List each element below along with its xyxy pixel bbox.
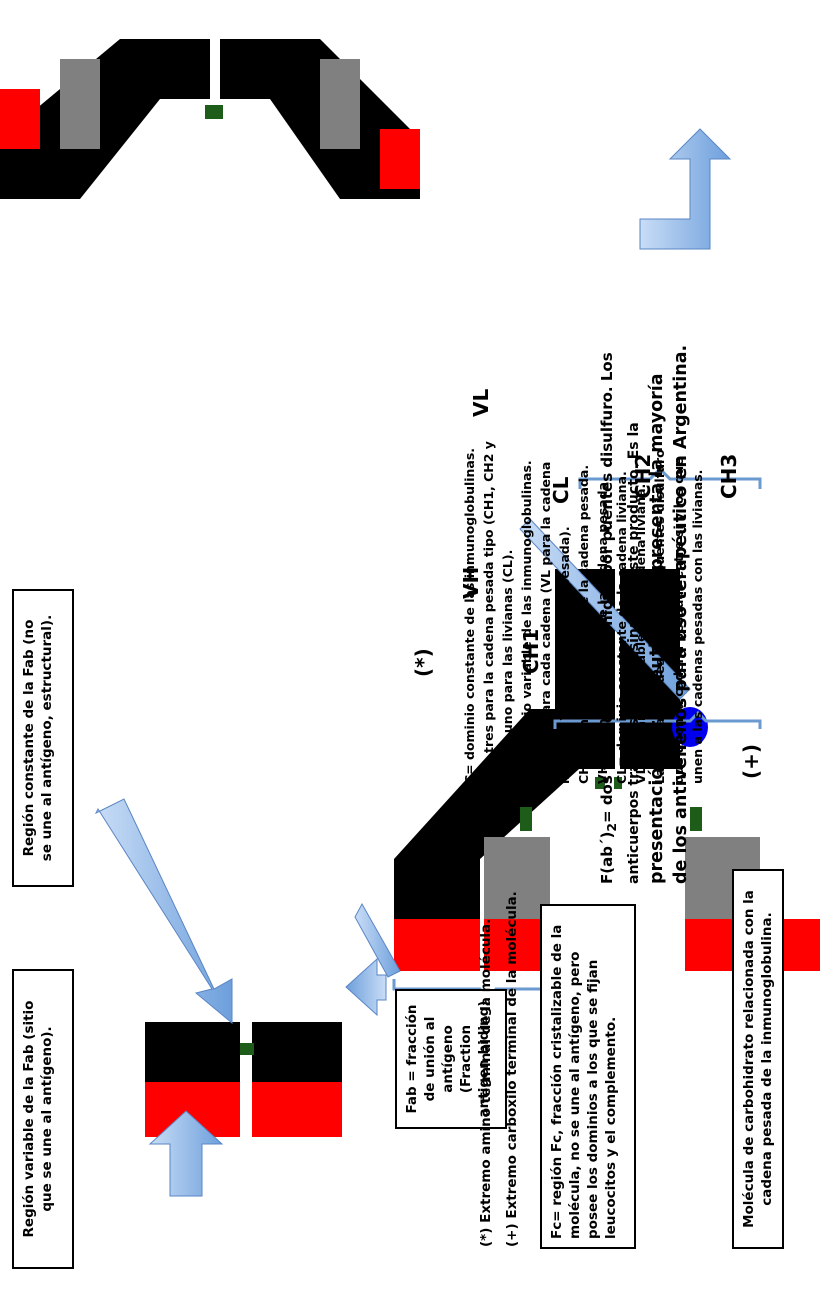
variable-region-box: Región variable de la Fab (sitio que se …: [12, 969, 74, 1269]
arrow-to-fab2-fragment: [639, 128, 732, 250]
domain-legend: C= dominio constante de las inmunoglobul…: [460, 10, 707, 784]
bracket-fc: [553, 710, 762, 729]
legend-line: CL= dominio constante de la cadena livia…: [614, 471, 629, 784]
fab2-disulfide-hinge: [205, 105, 223, 119]
fab-constant-domain-bottom: [252, 1022, 342, 1082]
fab2-light-upper: [60, 59, 100, 149]
fc-box-line-3: posee los dominios a los que se fijan: [585, 959, 601, 1239]
heavy-chain-upper-ch1: [394, 709, 579, 919]
fc-box-line-4: leucocitos y el complemento.: [603, 1016, 619, 1239]
fc-stem-lower: [620, 569, 680, 769]
light-chain-upper-vl: [484, 919, 550, 971]
fab-variable-domain-bottom: [252, 1082, 342, 1137]
legend-line: VH= dominio variable de la cadena pesada…: [595, 477, 610, 784]
fab-constant-domain-top: [145, 1022, 240, 1082]
constant-region-box: Región constante de la Fab (no se une al…: [12, 589, 74, 887]
fab2-stem-lower: [220, 39, 270, 99]
fab-variable-domain-top: [145, 1082, 240, 1137]
legend-line: Hay tres para la cadena pesada tipo (CH1…: [481, 441, 496, 784]
legend-line: que unen la cadena pesadas entre si y lo…: [671, 457, 686, 784]
light-chain-upper-cl: [484, 837, 550, 919]
fab2-line-1-prefix: F(ab´): [598, 831, 616, 884]
label-carboxyl-marker: (+): [739, 743, 763, 779]
fab-box-line-2: de unión al: [422, 1016, 438, 1102]
variable-region-line-2: que se une al antígeno).: [39, 1026, 55, 1212]
heavy-chain-upper-vh: [394, 919, 480, 971]
carbohydrate-molecule: [672, 707, 708, 747]
legend-line: liviana y VH para la cadena pesada).: [557, 526, 572, 784]
constant-region-line-1: Región constante de la Fab (no: [21, 619, 37, 857]
label-amino-marker: (*): [411, 648, 435, 677]
variable-region-line-1: Región variable de la Fab (sitio: [21, 1000, 37, 1238]
carbohydrate-box-line-2: cadena pesada de la inmunoglobulina.: [759, 912, 775, 1206]
fab2-stem-upper: [160, 39, 210, 99]
label-ch3: CH3: [717, 453, 741, 499]
fab-box-line-3: antígeno: [440, 1025, 456, 1093]
fc-box-line-2: molécula, no se une al antígeno, pero: [567, 951, 583, 1239]
fc-box-line-1: Fc= región Fc, fracción cristalizable de…: [549, 924, 565, 1239]
arrow-fab-box-to-antibody: [354, 902, 401, 978]
arrow-variable-to-fab: [148, 1110, 224, 1197]
fab-disulfide-bridge: [240, 1043, 254, 1055]
footnote-amino-terminal: (*) Extremo amino terminal de la molécul…: [478, 918, 494, 1247]
legend-line: unen a las cadenas pesadas con las livia…: [690, 469, 705, 784]
arrow-constant-to-fab: [94, 798, 233, 1025]
constant-region-line-2: se une al antígeno, estructural).: [39, 614, 55, 862]
carbohydrate-box: Molécula de carbohidrato relacionada con…: [732, 869, 784, 1249]
legend-line: CH= dominio constante de la cadena pesad…: [576, 464, 591, 784]
disulfide-heavy-light-upper: [520, 807, 532, 831]
legend-line: V= dominio variable de las inmunoglobuli…: [519, 460, 534, 784]
fab2-light-lower: [320, 59, 360, 149]
legend-line: CH3) y uno para las livianas (CL).: [500, 549, 515, 784]
legend-line: C= dominio constante de las inmunoglobul…: [462, 447, 477, 784]
arrow-fab-box-to-fab: [345, 957, 387, 1017]
arrow-carbohydrate-box-to-molecule: [519, 518, 691, 700]
fab-fragment-diagram: [145, 1022, 342, 1137]
fab-box-line-1: Fab = fracción: [404, 1004, 420, 1114]
fc-stem-upper: [555, 569, 615, 769]
fc-box: Fc= región Fc, fracción cristalizable de…: [540, 904, 636, 1249]
fab2-line-1-subscript: 2: [604, 822, 619, 832]
bracket-fab2: [578, 466, 762, 489]
carbohydrate-box-line-1: Molécula de carbohidrato relacionada con…: [741, 890, 757, 1228]
fab2-fragment-diagram: [0, 39, 420, 199]
footnote-carboxyl-terminal: (+) Extremo carboxilo terminal de la mol…: [504, 891, 520, 1247]
fab-box-line-4: (Fraction: [458, 1024, 474, 1094]
legend-line: VL= dominio variable de la cadena livian…: [633, 483, 648, 784]
fab2-heavy-upper-red: [0, 89, 40, 149]
fab2-heavy-lower-red: [380, 129, 420, 189]
legend-line: Hay uno para cada cadena (VL para la cad…: [538, 461, 553, 784]
disulfide-hinge-2: [595, 777, 605, 789]
disulfide-hinge-1: [614, 777, 622, 789]
legend-line: Las barras verdes indican los puentes di…: [652, 449, 667, 784]
disulfide-heavy-light-lower: [690, 807, 702, 831]
